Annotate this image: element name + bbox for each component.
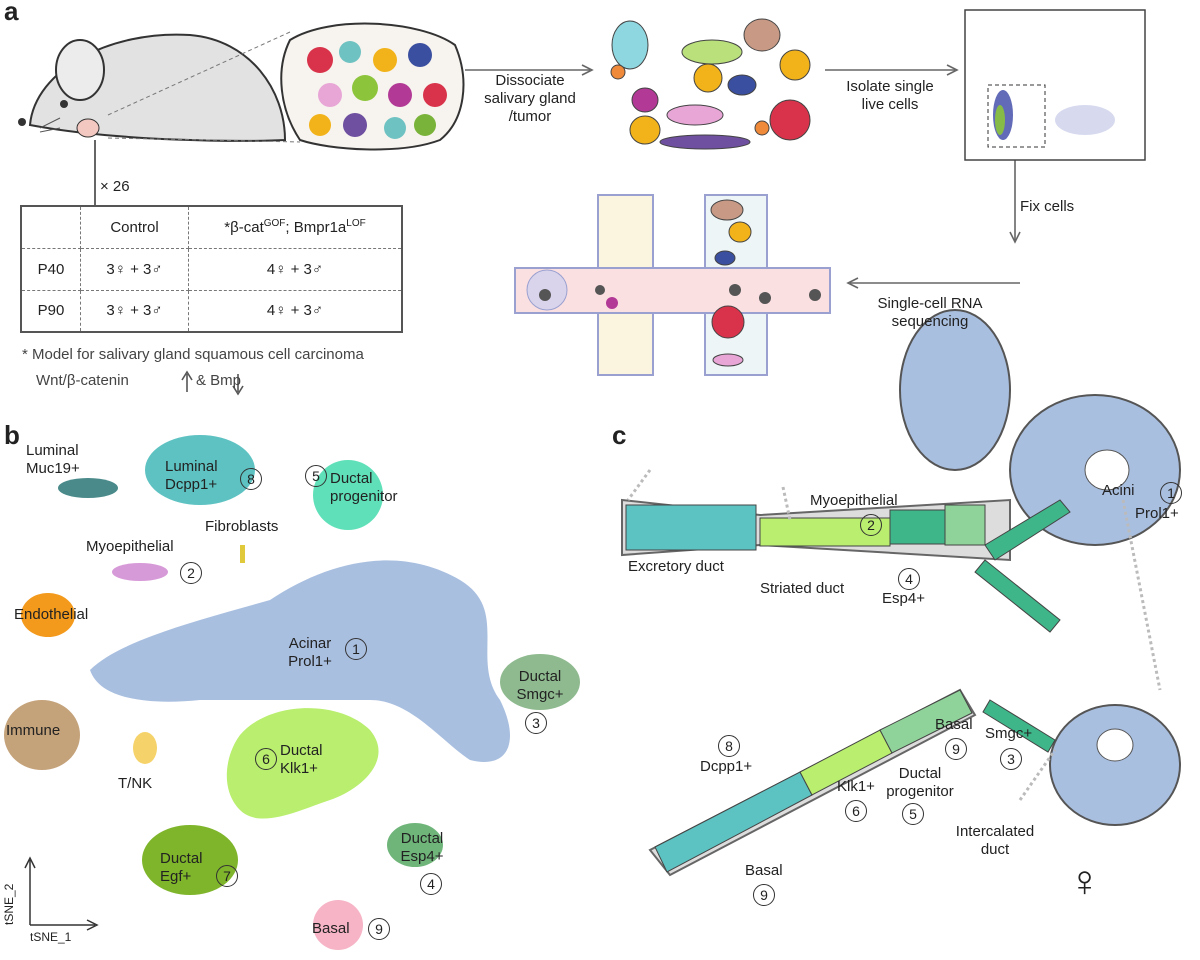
cluster-number-8: 8	[240, 468, 262, 490]
label-basal-b: Basal	[745, 862, 783, 879]
replicate-count: × 26	[100, 178, 130, 195]
table-row: P40 3♀ + 3♂ 4♀ + 3♂	[21, 248, 402, 291]
cluster-number-7: 7	[216, 865, 238, 887]
label-excretory-duct: Excretory duct	[628, 558, 724, 575]
gland-diagram	[621, 309, 1181, 877]
label-dcpp1-c: Dcpp1+	[700, 758, 753, 775]
label-smgc-c: Smgc+	[985, 725, 1033, 742]
num-basal-a: 9	[945, 738, 967, 760]
step-fix: Fix cells	[1020, 198, 1075, 215]
num-dcpp1: 8	[718, 735, 740, 757]
cluster-ductal-egf	[142, 825, 238, 895]
tsne-plot	[4, 435, 580, 950]
female-symbol: ♀	[1068, 857, 1101, 906]
tissue-blob	[280, 22, 465, 151]
cluster-luminal-muc19	[58, 478, 118, 498]
panel-letter-b: b	[4, 420, 20, 450]
cluster-number-3: 3	[525, 712, 547, 734]
axis-label-tsne1: tSNE_1	[30, 930, 72, 944]
cluster-number-2: 2	[180, 562, 202, 584]
cluster-number-5: 5	[305, 465, 327, 487]
num-esp4: 4	[898, 568, 920, 590]
label-basal: Basal	[312, 920, 350, 937]
label-prol1-c: Prol1+	[1135, 505, 1179, 522]
panel-letter-c: c	[612, 420, 627, 450]
microfluidic-chip	[514, 194, 831, 376]
num-myo: 2	[860, 514, 882, 536]
cluster-tnk	[133, 732, 157, 764]
table-header-control: Control	[80, 206, 189, 249]
table-header-empty	[21, 206, 81, 249]
num-klk1: 6	[845, 800, 867, 822]
cluster-luminal-dcpp1	[145, 435, 255, 505]
cluster-number-9: 9	[368, 918, 390, 940]
cluster-ductal-progenitor	[313, 460, 383, 530]
arrows-a	[465, 64, 1021, 289]
facs-plot	[964, 9, 1146, 161]
cluster-endothelial	[21, 593, 75, 637]
footnote-bmp: & Bmp	[196, 372, 242, 389]
label-tnk: T/NK	[118, 775, 153, 792]
mouse-illustration	[18, 31, 301, 205]
footnote-arrows	[181, 370, 244, 396]
label-basal-a: Basal	[935, 716, 973, 733]
footnote-line1: * Model for salivary gland squamous cell…	[22, 346, 364, 363]
label-fibroblasts: Fibroblasts	[205, 518, 279, 535]
cluster-ductal-esp4	[387, 823, 443, 867]
label-striated-duct: Striated duct	[760, 580, 845, 597]
cluster-myoepithelial	[112, 563, 168, 581]
num-basal-b: 9	[753, 884, 775, 906]
label-acini: Acini	[1102, 482, 1135, 499]
label-immune: Immune	[6, 722, 61, 739]
label-esp4-c: Esp4+	[882, 590, 925, 607]
label-myoepithelial-c: Myoepithelial	[810, 492, 898, 509]
experiment-design-table: Control *β-catGOF; Bmpr1aLOF P40 3♀ + 3♂…	[20, 205, 403, 333]
table-header-model: *β-catGOF; Bmpr1aLOF	[188, 206, 402, 249]
cluster-acinar-prol1	[90, 560, 510, 762]
cluster-number-6: 6	[255, 748, 277, 770]
cluster-number-4: 4	[420, 873, 442, 895]
dissociated-cells	[610, 18, 811, 150]
cluster-basal	[313, 900, 363, 950]
label-myoepithelial: Myoepithelial	[86, 538, 174, 555]
label-endothelial: Endothelial	[14, 606, 89, 623]
panel-letter-a: a	[4, 0, 19, 26]
table-row: P90 3♀ + 3♂ 4♀ + 3♂	[21, 290, 402, 332]
footnote-wnt: Wnt/β-catenin	[36, 372, 129, 389]
label-klk1-c: Klk1+	[837, 778, 875, 795]
num-prol1: 1	[1160, 482, 1182, 504]
cluster-ductal-smgc	[500, 654, 580, 710]
num-prog: 5	[902, 803, 924, 825]
cluster-immune	[4, 700, 80, 770]
axis-label-tsne2: tSNE_2	[2, 883, 16, 925]
cluster-ductal-klk1	[226, 708, 379, 819]
cluster-fibroblasts	[240, 545, 245, 563]
num-smgc: 3	[1000, 748, 1022, 770]
cluster-number-1: 1	[345, 638, 367, 660]
